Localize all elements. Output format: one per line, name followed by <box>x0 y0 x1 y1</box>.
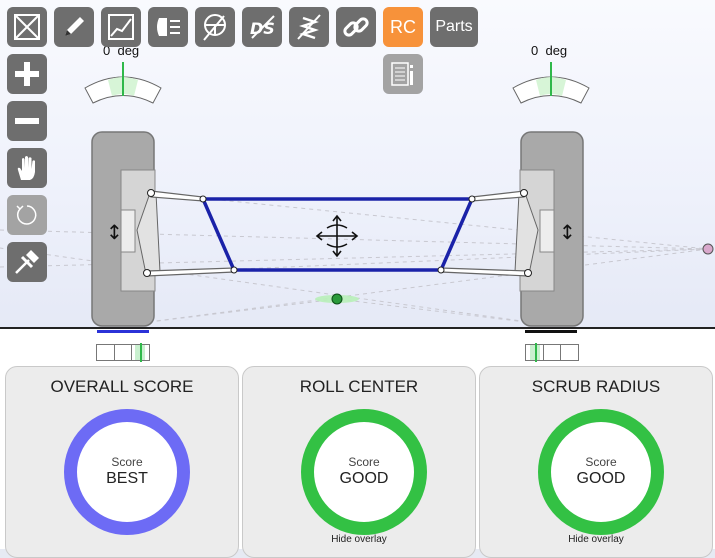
score-label: Score <box>111 455 143 469</box>
fit-view-button[interactable] <box>7 7 47 47</box>
chain-link-icon <box>343 17 369 37</box>
steering-wheel-icon <box>203 14 226 41</box>
score-value: GOOD <box>339 470 389 487</box>
graph-button[interactable] <box>101 7 141 47</box>
zoom-in-icon <box>15 62 39 86</box>
lights-button[interactable] <box>148 7 188 47</box>
right-camber-unit: deg <box>545 43 568 58</box>
construction-lines <box>0 192 709 326</box>
score-label: Score <box>348 455 380 469</box>
right-contact-patch <box>525 330 577 333</box>
hide-overlay-link[interactable]: Hide overlay <box>568 534 624 545</box>
score-label: Score <box>585 455 617 469</box>
move-icon[interactable] <box>315 214 359 258</box>
report-info-icon <box>391 62 413 86</box>
score-value: BEST <box>106 470 148 487</box>
graph-icon <box>108 14 134 40</box>
pencil-icon <box>65 17 84 36</box>
pivot-joints[interactable] <box>143 189 532 277</box>
right-scrub-indicator <box>525 343 579 362</box>
ds-button[interactable]: DS <box>242 7 282 47</box>
svg-text:↕: ↕ <box>106 220 123 244</box>
roll-center-marker[interactable] <box>331 293 343 305</box>
zoom-out-icon <box>15 118 39 124</box>
overall-score-ring[interactable]: Score BEST <box>64 409 190 535</box>
roll-center-score-ring[interactable]: Score GOOD <box>301 409 427 535</box>
left-camber-gauge <box>84 62 162 104</box>
right-camber-readout: 0 deg <box>531 43 567 58</box>
roll-center-panel: ROLL CENTER Score GOOD Hide overlay <box>242 366 476 558</box>
ds-icon: DS <box>250 15 275 39</box>
fit-view-icon <box>14 14 40 40</box>
headlight-icon <box>157 18 180 36</box>
panel-title: OVERALL SCORE <box>50 377 194 396</box>
rotate-icon <box>16 205 37 225</box>
zoom-out-button[interactable] <box>7 101 47 141</box>
rotate-button[interactable] <box>7 195 47 235</box>
pin-button[interactable] <box>7 242 47 282</box>
pan-button[interactable] <box>7 148 47 188</box>
hide-overlay-link[interactable]: Hide overlay <box>331 534 387 545</box>
suspension-diagram[interactable]: ↕ ↕ <box>0 0 715 340</box>
zoom-in-button[interactable] <box>7 54 47 94</box>
pan-hand-icon <box>17 156 35 180</box>
scrub-radius-score-ring[interactable]: Score GOOD <box>538 409 664 535</box>
spring-icon <box>297 14 321 40</box>
left-camber-value: 0 <box>103 43 111 58</box>
overall-score-panel: OVERALL SCORE Score BEST <box>5 366 239 558</box>
report-info-button[interactable] <box>383 54 423 94</box>
rc-button[interactable]: RC <box>383 7 423 47</box>
spring-button[interactable] <box>289 7 329 47</box>
score-value: GOOD <box>576 470 626 487</box>
svg-text:↕: ↕ <box>559 220 576 244</box>
panel-title: ROLL CENTER <box>299 377 419 396</box>
ground-line <box>0 327 715 329</box>
draw-button[interactable] <box>54 7 94 47</box>
link-button[interactable] <box>336 7 376 47</box>
left-scrub-indicator <box>96 343 150 362</box>
panel-title: SCRUB RADIUS <box>531 377 661 396</box>
left-contact-patch <box>97 330 149 333</box>
steering-button[interactable] <box>195 7 235 47</box>
pin-icon <box>15 250 39 274</box>
right-camber-gauge <box>512 62 590 104</box>
parts-button[interactable]: Parts <box>430 7 478 47</box>
instant-center-marker[interactable] <box>702 243 714 255</box>
right-camber-value: 0 <box>531 43 539 58</box>
scrub-radius-panel: SCRUB RADIUS Score GOOD Hide overlay <box>479 366 713 558</box>
